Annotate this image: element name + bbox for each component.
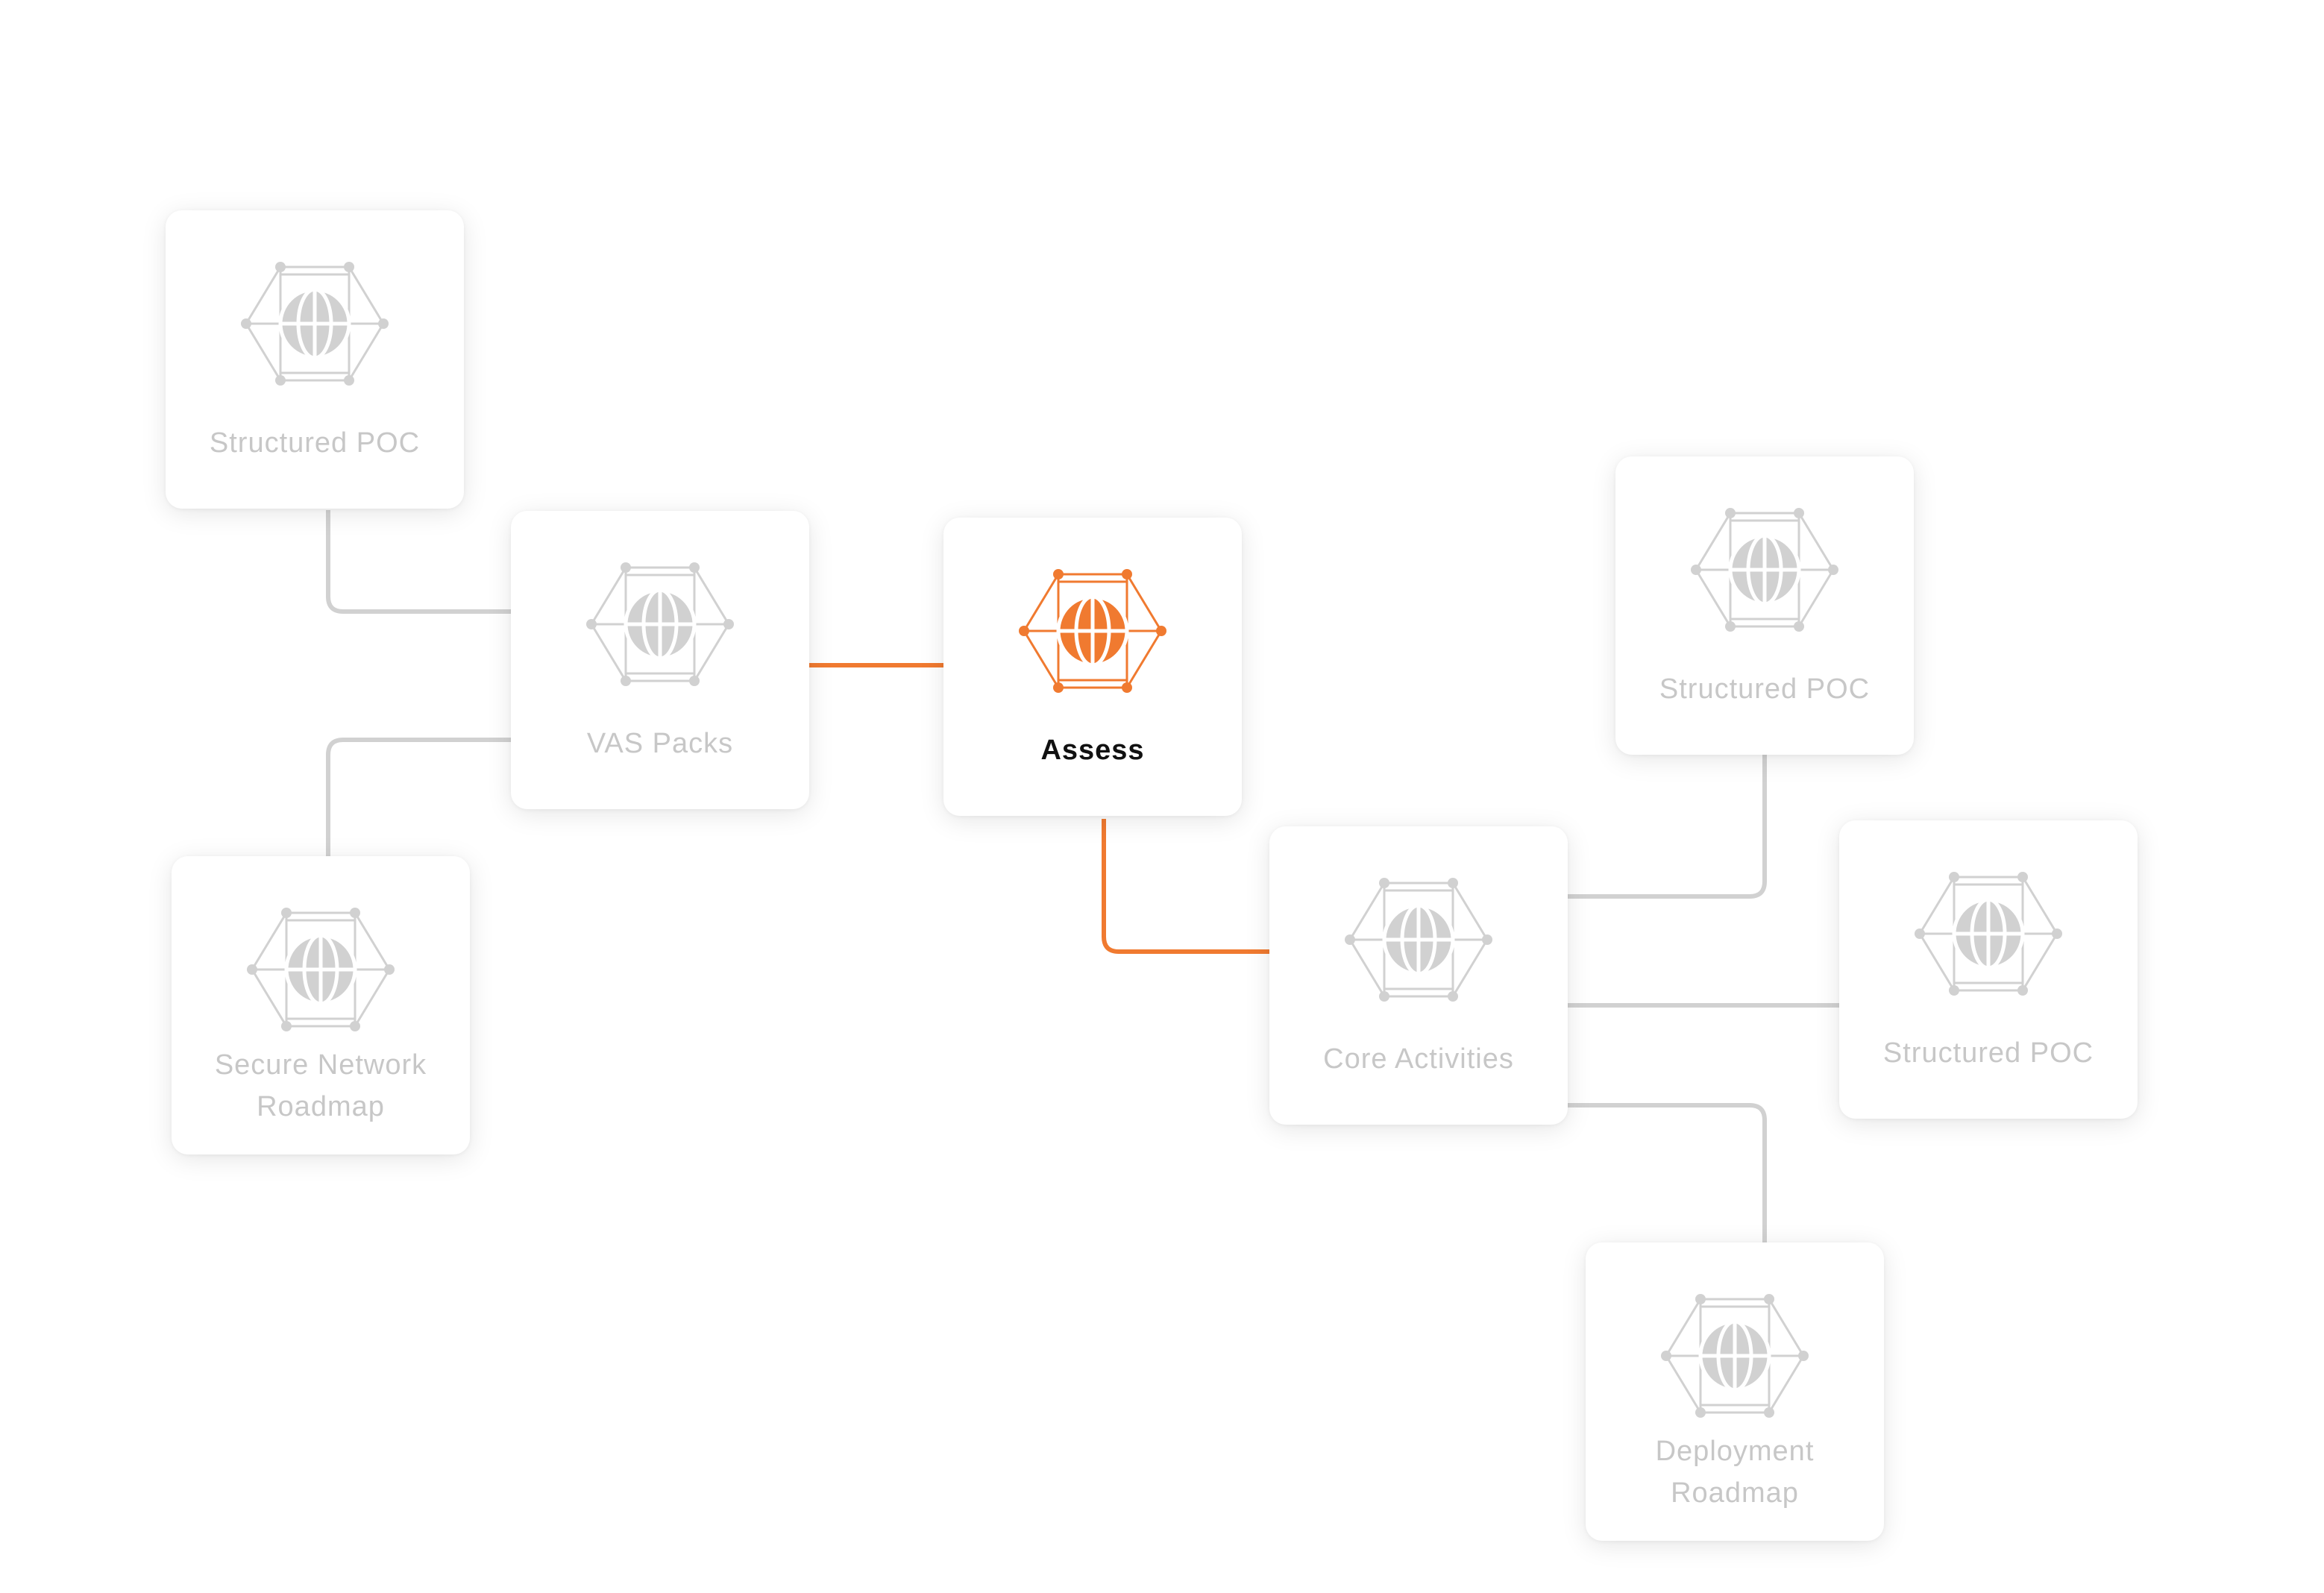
node-label: VAS Packs [586, 728, 734, 759]
node-label: Structured POC [1882, 1037, 2094, 1069]
network-globe-icon [1344, 873, 1493, 1007]
network-globe-icon [585, 557, 735, 691]
node-core-activities[interactable]: Core Activities [1269, 826, 1568, 1125]
node-structured-poc-top-left[interactable]: Structured POC [166, 210, 464, 509]
node-label: Core Activities [1323, 1043, 1514, 1075]
node-label: Assess [1040, 735, 1145, 766]
network-globe-icon [1660, 1289, 1809, 1423]
node-label: Secure Network Roadmap [214, 1049, 427, 1122]
connector-core-activities-to-structured-poc-top-right [1568, 753, 1767, 899]
node-vas-packs[interactable]: VAS Packs [511, 511, 809, 809]
node-deployment-roadmap[interactable]: Deployment Roadmap [1586, 1242, 1884, 1541]
node-label: Structured POC [209, 427, 421, 459]
network-globe-icon [1914, 867, 2063, 1001]
network-globe-icon [1690, 503, 1839, 637]
node-secure-network-roadmap[interactable]: Secure Network Roadmap [172, 856, 470, 1154]
network-globe-icon [1018, 564, 1167, 698]
connector-secure-roadmap-to-vas-packs [326, 738, 511, 856]
connector-assess-to-core-activities [1102, 819, 1269, 954]
node-label: Structured POC [1659, 673, 1871, 705]
network-globe-icon [246, 902, 395, 1037]
node-assess[interactable]: Assess [943, 518, 1242, 816]
node-structured-poc-top-right[interactable]: Structured POC [1615, 456, 1914, 755]
network-globe-icon [240, 257, 389, 391]
connector-structured-poc-to-vas-packs [326, 510, 511, 614]
connector-core-activities-to-deployment-roadmap [1568, 1103, 1767, 1242]
node-label: Deployment Roadmap [1655, 1436, 1815, 1509]
node-structured-poc-right[interactable]: Structured POC [1839, 820, 2138, 1119]
